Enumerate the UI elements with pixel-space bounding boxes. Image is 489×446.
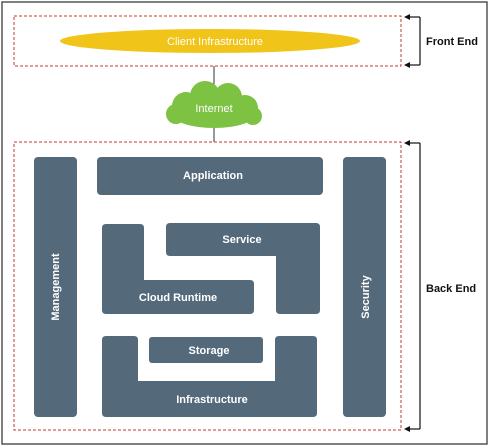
front-end-label: Front End [426,36,478,48]
security-block [343,157,386,417]
client-infrastructure-label: Client Infrastructure [167,36,263,48]
security-label: Security [360,274,372,318]
internet-cloud-icon [166,81,262,128]
cloud-runtime-label: Cloud Runtime [139,292,217,304]
service-block [166,223,320,314]
client-infrastructure-ellipse [60,29,360,53]
service-label: Service [222,234,261,246]
management-block [34,157,77,417]
front-end-bracket [404,14,421,68]
storage-block [149,337,263,363]
infrastructure-label: Infrastructure [176,394,248,406]
storage-label: Storage [189,345,230,357]
cloud-runtime-block [102,224,254,314]
application-block [97,157,323,195]
management-label: Management [50,253,62,321]
back-end-label: Back End [426,283,476,295]
back-end-box [13,141,402,431]
infrastructure-block [102,336,317,417]
application-label: Application [183,170,243,182]
back-end-bracket [404,140,421,432]
front-end-box [13,15,402,67]
internet-label: Internet [195,103,232,115]
